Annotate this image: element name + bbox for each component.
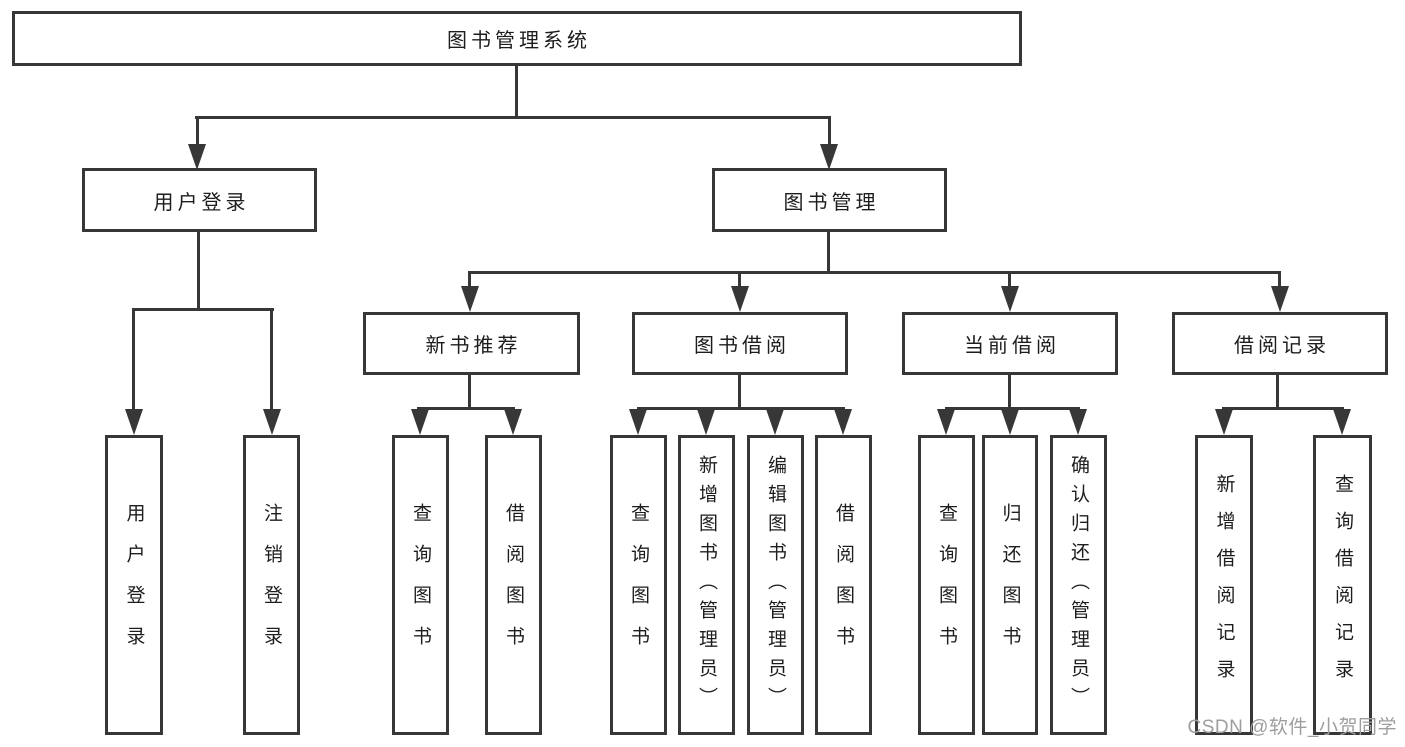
node-current-borrow-label: 当前借阅 (964, 335, 1060, 357)
leaf-query-book-rec: 查询图书 (392, 435, 449, 735)
leaf-edit-book: 编辑图书（管理员） (747, 435, 804, 735)
leaf-query-book-current: 查询图书 (918, 435, 975, 735)
node-user-login: 用户登录 (82, 168, 317, 232)
leaf-add-borrow-record-label: 新增借阅记录 (1213, 474, 1235, 696)
node-root: 图书管理系统 (12, 11, 1022, 66)
arrow-head (937, 409, 955, 435)
connector-line (270, 308, 273, 413)
arrow-head (697, 409, 715, 435)
leaf-confirm-return-label: 确认归还（管理员） (1068, 454, 1089, 716)
node-book-mgmt-label: 图书管理 (783, 191, 880, 214)
leaf-confirm-return: 确认归还（管理员） (1050, 435, 1107, 735)
connector-line (468, 271, 471, 291)
leaf-borrow-book-borrow-label: 借阅图书 (833, 503, 854, 667)
node-new-book-rec-label: 新书推荐 (425, 335, 522, 357)
leaf-query-book-borrow: 查询图书 (610, 435, 667, 735)
leaf-edit-book-label: 编辑图书（管理员） (765, 454, 786, 716)
connector-line (945, 407, 1080, 410)
connector-line (1222, 407, 1344, 410)
connector-line (1008, 373, 1011, 410)
connector-line (738, 271, 741, 291)
connector-line (515, 64, 518, 118)
arrow-head (125, 409, 143, 435)
node-root-label: 图书管理系统 (447, 30, 591, 52)
connector-line (196, 116, 199, 148)
arrow-head (1001, 409, 1019, 435)
connector-line (1008, 271, 1011, 291)
arrow-head (731, 286, 749, 312)
connector-line (828, 116, 831, 148)
leaf-logout-label: 注销登录 (261, 503, 282, 667)
leaf-query-borrow-record-label: 查询借阅记录 (1332, 474, 1353, 696)
arrow-head (1069, 409, 1087, 435)
arrow-head (1333, 409, 1351, 435)
connector-line (827, 230, 830, 274)
arrow-head (188, 144, 206, 170)
arrow-head (263, 409, 281, 435)
connector-line (468, 373, 471, 410)
node-book-borrow: 图书借阅 (632, 312, 848, 375)
leaf-add-book: 新增图书（管理员） (678, 435, 735, 735)
leaf-logout: 注销登录 (243, 435, 300, 735)
connector-line (738, 373, 741, 410)
leaf-user-login-label: 用户登录 (123, 503, 145, 667)
connector-line (195, 116, 831, 119)
arrow-head (461, 286, 479, 312)
arrow-head (411, 409, 429, 435)
node-book-mgmt: 图书管理 (712, 168, 947, 232)
watermark: CSDN @软件_小贺同学 (1187, 717, 1397, 738)
leaf-borrow-book-borrow: 借阅图书 (815, 435, 872, 735)
node-borrow-records: 借阅记录 (1172, 312, 1388, 375)
leaf-query-borrow-record: 查询借阅记录 (1313, 435, 1372, 735)
node-book-borrow-label: 图书借阅 (694, 335, 790, 357)
arrow-head (766, 409, 784, 435)
leaf-borrow-book-rec-label: 借阅图书 (503, 503, 524, 667)
arrow-head (1215, 409, 1233, 435)
leaf-query-book-current-label: 查询图书 (936, 503, 957, 667)
arrow-head (820, 144, 838, 170)
connector-line (417, 407, 515, 410)
arrow-head (1001, 286, 1019, 312)
node-user-login-label: 用户登录 (153, 191, 250, 214)
connector-line (132, 308, 274, 311)
leaf-return-book: 归还图书 (982, 435, 1038, 735)
connector-line (468, 271, 1281, 274)
arrow-head (629, 409, 647, 435)
leaf-borrow-book-rec: 借阅图书 (485, 435, 542, 735)
connector-line (637, 407, 845, 410)
node-borrow-records-label: 借阅记录 (1234, 335, 1330, 357)
leaf-user-login: 用户登录 (105, 435, 163, 735)
connector-line (132, 308, 135, 413)
leaf-add-borrow-record: 新增借阅记录 (1195, 435, 1253, 735)
connector-line (1276, 373, 1279, 410)
arrow-head (1271, 286, 1289, 312)
leaf-query-book-borrow-label: 查询图书 (628, 503, 649, 667)
arrow-head (504, 409, 522, 435)
connector-line (1278, 271, 1281, 291)
leaf-add-book-label: 新增图书（管理员） (696, 454, 717, 716)
connector-line (197, 230, 200, 311)
arrow-head (834, 409, 852, 435)
node-current-borrow: 当前借阅 (902, 312, 1118, 375)
node-new-book-rec: 新书推荐 (363, 312, 580, 375)
leaf-query-book-rec-label: 查询图书 (410, 503, 431, 667)
leaf-return-book-label: 归还图书 (999, 503, 1021, 667)
